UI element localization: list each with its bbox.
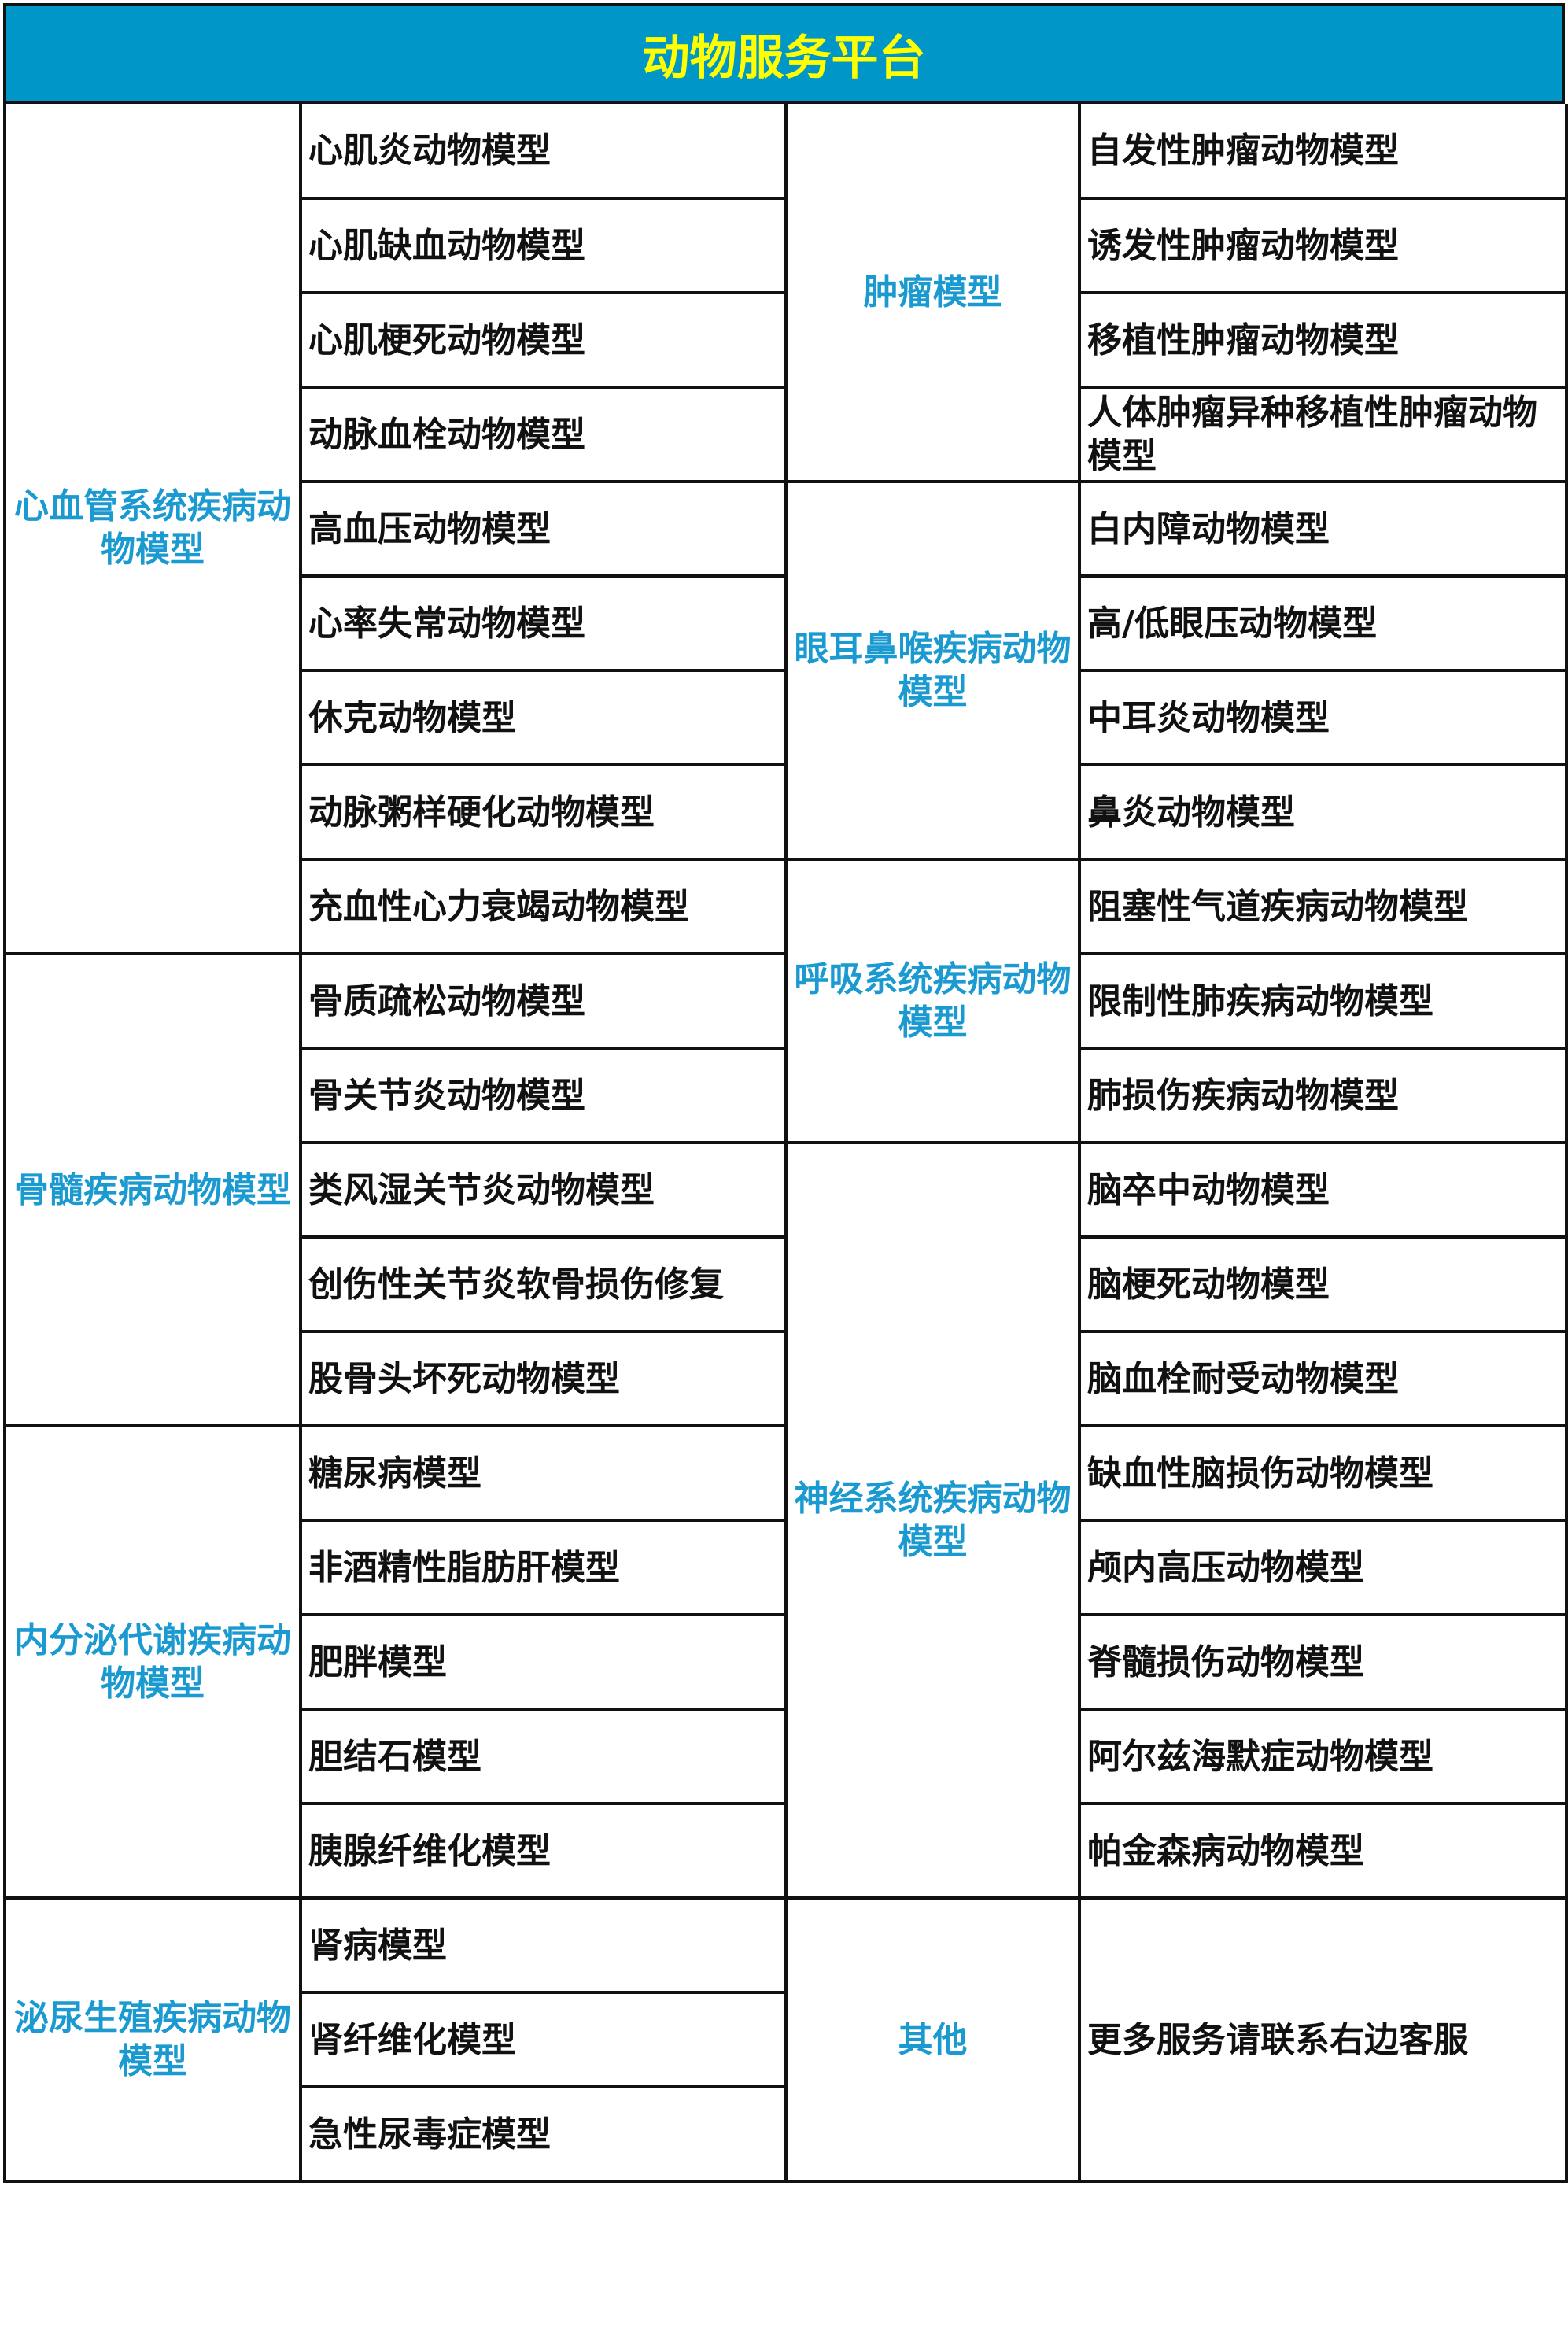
model-item: 骨质疏松动物模型 — [299, 952, 788, 1050]
model-item: 高/低眼压动物模型 — [1078, 574, 1568, 672]
model-item: 脑血栓耐受动物模型 — [1078, 1330, 1568, 1427]
model-item: 肾纤维化模型 — [299, 1991, 788, 2088]
model-item: 心肌梗死动物模型 — [299, 291, 788, 389]
category-label: 呼吸系统疾病动物模型 — [784, 858, 1081, 1144]
model-item: 类风湿关节炎动物模型 — [299, 1141, 788, 1239]
category-label: 神经系统疾病动物模型 — [784, 1141, 1081, 1900]
model-item: 高血压动物模型 — [299, 480, 788, 578]
model-item: 脊髓损伤动物模型 — [1078, 1613, 1568, 1711]
model-item: 动脉粥样硬化动物模型 — [299, 763, 788, 861]
service-table-container: 动物服务平台 心血管系统疾病动物模型心肌炎动物模型肿瘤模型自发性肿瘤动物模型心肌… — [3, 3, 1568, 2183]
model-item: 肥胖模型 — [299, 1613, 788, 1711]
model-item: 急性尿毒症模型 — [299, 2085, 788, 2183]
model-item: 动脉血栓动物模型 — [299, 386, 788, 483]
model-item: 骨关节炎动物模型 — [299, 1047, 788, 1144]
model-item: 人体肿瘤异种移植性肿瘤动物模型 — [1078, 386, 1568, 483]
category-label: 心血管系统疾病动物模型 — [3, 104, 302, 955]
model-item: 中耳炎动物模型 — [1078, 669, 1568, 766]
model-item: 阻塞性气道疾病动物模型 — [1078, 858, 1568, 955]
model-item: 自发性肿瘤动物模型 — [1078, 104, 1568, 200]
model-item: 休克动物模型 — [299, 669, 788, 766]
category-label: 肿瘤模型 — [784, 104, 1081, 483]
model-item: 限制性肺疾病动物模型 — [1078, 952, 1568, 1050]
model-item: 阿尔兹海默症动物模型 — [1078, 1708, 1568, 1805]
model-item: 肺损伤疾病动物模型 — [1078, 1047, 1568, 1144]
model-item: 诱发性肿瘤动物模型 — [1078, 197, 1568, 294]
model-item: 创伤性关节炎软骨损伤修复 — [299, 1235, 788, 1333]
page-title: 动物服务平台 — [3, 3, 1565, 104]
category-label: 其他 — [784, 1896, 1081, 2183]
model-item: 心肌炎动物模型 — [299, 104, 788, 200]
model-item: 糖尿病模型 — [299, 1424, 788, 1522]
model-item: 帕金森病动物模型 — [1078, 1802, 1568, 1900]
model-item: 股骨头坏死动物模型 — [299, 1330, 788, 1427]
model-item: 移植性肿瘤动物模型 — [1078, 291, 1568, 389]
model-item: 脑梗死动物模型 — [1078, 1235, 1568, 1333]
model-item: 缺血性脑损伤动物模型 — [1078, 1424, 1568, 1522]
model-item: 脑卒中动物模型 — [1078, 1141, 1568, 1239]
service-table: 心血管系统疾病动物模型心肌炎动物模型肿瘤模型自发性肿瘤动物模型心肌缺血动物模型 诱… — [3, 104, 1568, 2183]
model-item: 非酒精性脂肪肝模型 — [299, 1519, 788, 1616]
model-item: 鼻炎动物模型 — [1078, 763, 1568, 861]
category-label: 内分泌代谢疾病动物模型 — [3, 1424, 302, 1900]
model-item: 颅内高压动物模型 — [1078, 1519, 1568, 1616]
category-label: 泌尿生殖疾病动物模型 — [3, 1896, 302, 2183]
model-item: 胰腺纤维化模型 — [299, 1802, 788, 1900]
model-item: 心率失常动物模型 — [299, 574, 788, 672]
category-label: 骨髓疾病动物模型 — [3, 952, 302, 1427]
category-label: 眼耳鼻喉疾病动物模型 — [784, 480, 1081, 861]
model-item: 心肌缺血动物模型 — [299, 197, 788, 294]
contact-note: 更多服务请联系右边客服 — [1078, 1896, 1568, 2183]
model-item: 肾病模型 — [299, 1896, 788, 1994]
model-item: 充血性心力衰竭动物模型 — [299, 858, 788, 955]
model-item: 胆结石模型 — [299, 1708, 788, 1805]
model-item: 白内障动物模型 — [1078, 480, 1568, 578]
